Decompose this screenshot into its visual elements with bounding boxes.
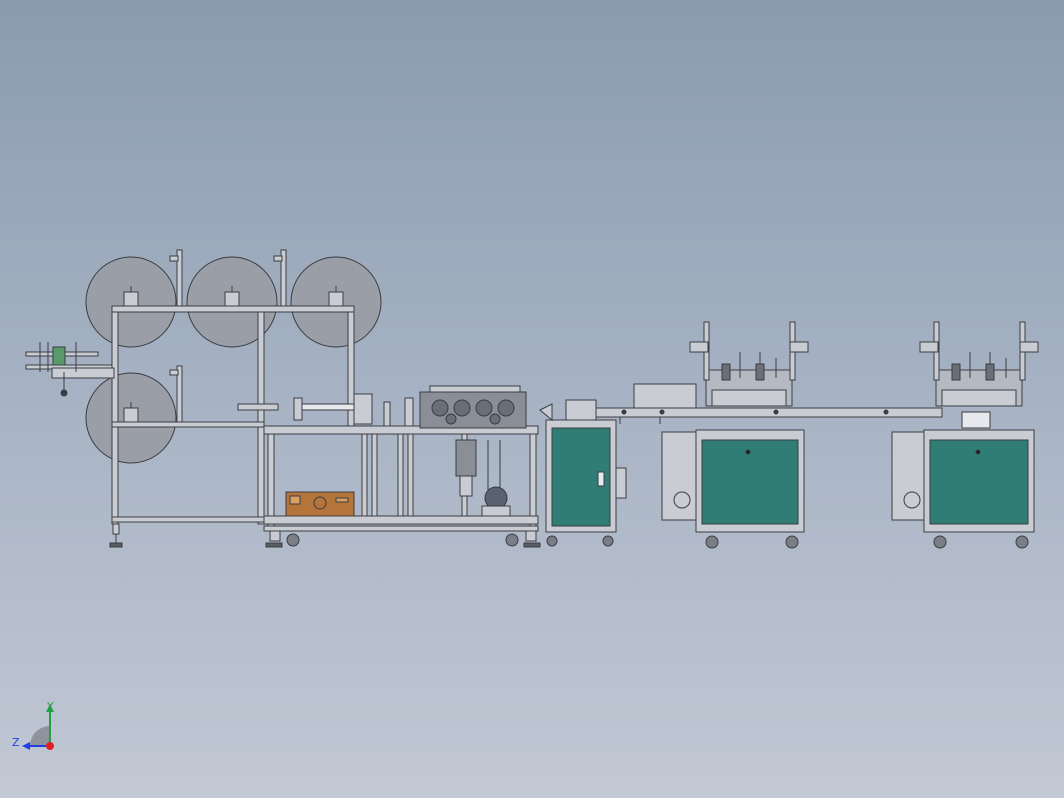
- earloop-welder-2: [891, 321, 1039, 549]
- earloop-welder-1: [661, 321, 809, 549]
- welding-rollers: [419, 385, 527, 429]
- unwinder-frame: [109, 249, 355, 548]
- y-axis-label: Y: [46, 700, 54, 713]
- z-axis-arrowhead: [22, 742, 30, 750]
- forming-table: [263, 425, 541, 548]
- control-box: [285, 491, 355, 517]
- transfer-conveyor: [595, 383, 943, 424]
- drive-motor: [455, 439, 511, 517]
- tension-rollers: [237, 393, 414, 427]
- coordinate-triad: Y Z: [12, 700, 54, 750]
- material-rolls: [85, 256, 382, 464]
- z-axis-label: Z: [12, 736, 20, 749]
- x-axis-point: [46, 742, 54, 750]
- electrical-cabinet: [539, 399, 627, 547]
- y-axis-arrowhead: [46, 704, 54, 712]
- infeed-guide: [25, 342, 115, 397]
